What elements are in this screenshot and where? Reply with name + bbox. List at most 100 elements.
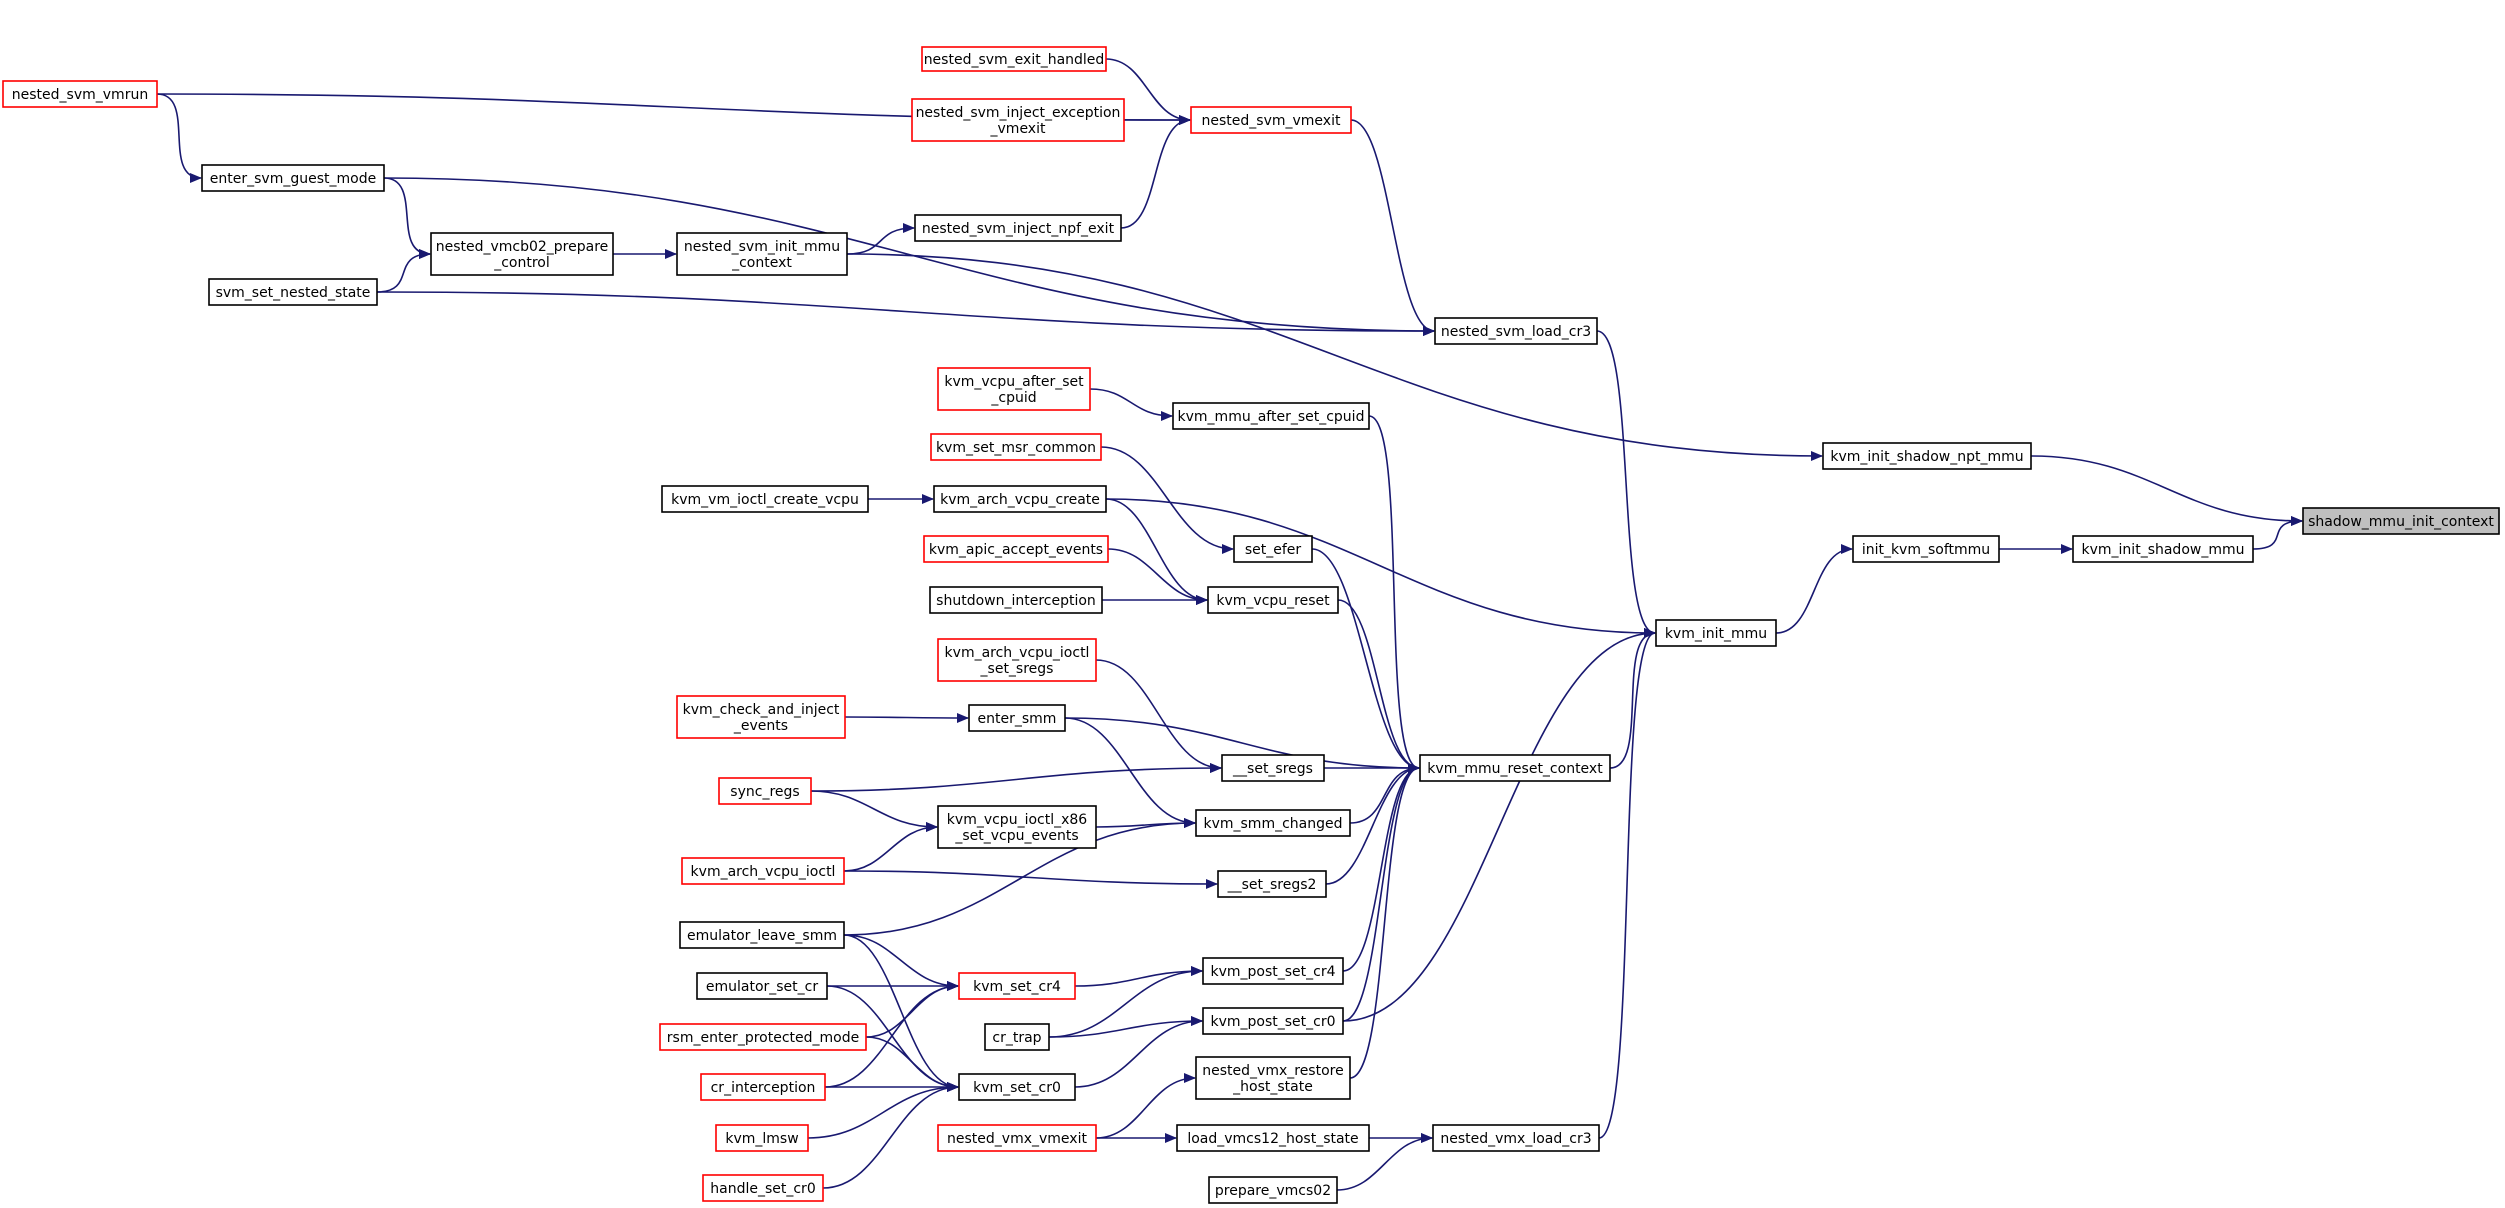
edge-kvm-arch-vcpu-create-to-kvm-init-mmu xyxy=(1105,498,1656,638)
node-box xyxy=(933,485,1107,513)
node-sync-regs[interactable]: sync_regs xyxy=(718,777,812,805)
edge-sync-regs-to-set-sregs xyxy=(810,763,1222,792)
node-nested-svm-vmexit[interactable]: nested_svm_vmexit xyxy=(1190,106,1352,134)
node-box xyxy=(679,921,845,949)
node-kvm-init-shadow-mmu[interactable]: kvm_init_shadow_mmu xyxy=(2072,535,2254,563)
node-cr-trap[interactable]: cr_trap xyxy=(984,1023,1050,1051)
node-box xyxy=(958,1073,1076,1101)
node-kvm-arch-vcpu-create[interactable]: kvm_arch_vcpu_create xyxy=(933,485,1107,513)
node-kvm-vcpu-after-set-cpuid[interactable]: kvm_vcpu_after_set_cpuid xyxy=(937,367,1091,411)
node-box xyxy=(1172,402,1370,430)
node-label: _host_state xyxy=(1232,1079,1313,1095)
edge-nested-vmx-vmexit-to-nested-vmx-restore-host-state xyxy=(1095,1073,1196,1139)
node-label: kvm_arch_vcpu_ioctl xyxy=(945,645,1090,661)
node-nested-svm-init-mmu-context[interactable]: nested_svm_init_mmu_context xyxy=(676,232,848,276)
node-nested-vmx-vmexit[interactable]: nested_vmx_vmexit xyxy=(937,1124,1097,1152)
edge-kvm-post-set-cr0-to-kvm-init-mmu xyxy=(1342,628,1656,1022)
node-handle-set-cr0[interactable]: handle_set_cr0 xyxy=(702,1174,824,1202)
node-nested-vmcb02-prepare-control[interactable]: nested_vmcb02_prepare_control xyxy=(430,232,614,276)
edge-line xyxy=(1349,763,1420,1079)
node-cr-interception[interactable]: cr_interception xyxy=(700,1073,826,1101)
edge-line xyxy=(1105,498,1656,638)
node-enter-svm-guest-mode[interactable]: enter_svm_guest_mode xyxy=(201,164,385,192)
node-label: kvm_post_set_cr4 xyxy=(1210,964,1335,980)
node-emulator-set-cr[interactable]: emulator_set_cr xyxy=(696,972,828,1000)
node-label: cr_trap xyxy=(992,1030,1041,1046)
node-prepare-vmcs02[interactable]: prepare_vmcs02 xyxy=(1208,1176,1338,1204)
node-kvm-lmsw[interactable]: kvm_lmsw xyxy=(715,1124,809,1152)
node-label: rsm_enter_protected_mode xyxy=(667,1030,859,1046)
node-nested-svm-inject-npf-exit[interactable]: nested_svm_inject_npf_exit xyxy=(914,214,1122,242)
node-kvm-mmu-after-set-cpuid[interactable]: kvm_mmu_after_set_cpuid xyxy=(1172,402,1370,430)
edge-line xyxy=(822,1082,959,1189)
node-kvm-smm-changed[interactable]: kvm_smm_changed xyxy=(1195,809,1351,837)
node-kvm-vcpu-reset[interactable]: kvm_vcpu_reset xyxy=(1207,586,1339,614)
node-label: kvm_post_set_cr0 xyxy=(1210,1014,1335,1030)
edge-kvm-smm-changed-to-kvm-mmu-reset-context xyxy=(1349,763,1420,824)
node-label: _vmexit xyxy=(990,121,1046,137)
node-label: shutdown_interception xyxy=(936,593,1096,609)
node-set-efer[interactable]: set_efer xyxy=(1233,535,1313,563)
node-kvm-init-shadow-npt-mmu[interactable]: kvm_init_shadow_npt_mmu xyxy=(1822,442,2032,470)
node-box xyxy=(911,98,1125,142)
edge-set-efer-to-kvm-mmu-reset-context xyxy=(1311,548,1420,773)
node-set-sregs[interactable]: __set_sregs xyxy=(1221,754,1325,782)
node-set-sregs2[interactable]: __set_sregs2 xyxy=(1217,870,1327,898)
node-nested-svm-inject-exception-vmexit[interactable]: nested_svm_inject_exception_vmexit xyxy=(911,98,1125,142)
edge-line xyxy=(1342,763,1420,972)
node-label: kvm_arch_vcpu_create xyxy=(940,492,1100,508)
edge-svm-set-nested-state-to-nested-svm-load-cr3 xyxy=(376,291,1435,336)
node-enter-smm[interactable]: enter_smm xyxy=(968,704,1066,732)
node-box xyxy=(1202,1007,1344,1035)
node-load-vmcs12-host-state[interactable]: load_vmcs12_host_state xyxy=(1176,1124,1370,1152)
node-emulator-leave-smm[interactable]: emulator_leave_smm xyxy=(679,921,845,949)
node-nested-svm-vmrun[interactable]: nested_svm_vmrun xyxy=(2,80,158,108)
edge-line xyxy=(846,253,1823,461)
node-init-kvm-softmmu[interactable]: init_kvm_softmmu xyxy=(1852,535,2000,563)
node-box xyxy=(1195,1056,1351,1100)
node-svm-set-nested-state[interactable]: svm_set_nested_state xyxy=(208,278,378,306)
node-shutdown-interception[interactable]: shutdown_interception xyxy=(929,586,1103,614)
node-label: emulator_leave_smm xyxy=(687,928,837,944)
node-box xyxy=(1419,754,1611,782)
node-box xyxy=(1434,317,1598,345)
node-kvm-vm-ioctl-create-vcpu[interactable]: kvm_vm_ioctl_create_vcpu xyxy=(661,485,869,513)
edge-rsm-enter-protected-mode-to-kvm-set-cr0 xyxy=(865,1036,959,1092)
node-label: nested_vmx_load_cr3 xyxy=(1440,1131,1591,1147)
node-kvm-mmu-reset-context[interactable]: kvm_mmu_reset_context xyxy=(1419,754,1611,782)
node-kvm-arch-vcpu-ioctl[interactable]: kvm_arch_vcpu_ioctl xyxy=(681,857,845,885)
node-label: kvm_check_and_inject xyxy=(683,702,840,718)
node-box xyxy=(929,586,1103,614)
node-rsm-enter-protected-mode[interactable]: rsm_enter_protected_mode xyxy=(659,1023,867,1051)
edge-line xyxy=(376,291,1435,336)
node-box xyxy=(661,485,869,513)
node-kvm-arch-vcpu-ioctl-set-sregs[interactable]: kvm_arch_vcpu_ioctl_set_sregs xyxy=(937,638,1097,682)
node-box xyxy=(1822,442,2032,470)
edge-line xyxy=(1598,628,1656,1139)
node-kvm-vcpu-ioctl-x86-set-vcpu-events[interactable]: kvm_vcpu_ioctl_x86_set_vcpu_events xyxy=(937,805,1097,849)
node-box xyxy=(696,972,828,1000)
node-nested-svm-exit-handled[interactable]: nested_svm_exit_handled xyxy=(921,46,1107,72)
node-box xyxy=(718,777,812,805)
node-kvm-set-cr4[interactable]: kvm_set_cr4 xyxy=(958,972,1076,1000)
node-kvm-check-and-inject-events[interactable]: kvm_check_and_inject_events xyxy=(676,695,846,739)
node-nested-vmx-load-cr3[interactable]: nested_vmx_load_cr3 xyxy=(1432,1124,1600,1152)
node-kvm-set-cr0[interactable]: kvm_set_cr0 xyxy=(958,1073,1076,1101)
edge-kvm-init-mmu-to-init-kvm-softmmu xyxy=(1775,544,1853,634)
node-shadow-mmu-init-context: shadow_mmu_init_context xyxy=(2302,507,2500,535)
node-nested-svm-load-cr3[interactable]: nested_svm_load_cr3 xyxy=(1434,317,1598,345)
edge-line xyxy=(1349,763,1420,824)
node-kvm-post-set-cr0[interactable]: kvm_post_set_cr0 xyxy=(1202,1007,1344,1035)
node-kvm-post-set-cr4[interactable]: kvm_post_set_cr4 xyxy=(1202,957,1344,985)
node-box xyxy=(1217,870,1327,898)
edge-line xyxy=(1311,548,1420,773)
node-nested-vmx-restore-host-state[interactable]: nested_vmx_restore_host_state xyxy=(1195,1056,1351,1100)
edge-nested-svm-init-mmu-context-to-nested-svm-inject-npf-exit xyxy=(846,223,915,255)
node-kvm-apic-accept-events[interactable]: kvm_apic_accept_events xyxy=(923,535,1109,563)
node-box xyxy=(1207,586,1339,614)
node-kvm-set-msr-common[interactable]: kvm_set_msr_common xyxy=(930,433,1102,461)
edge-line xyxy=(844,712,969,723)
node-kvm-init-mmu[interactable]: kvm_init_mmu xyxy=(1655,619,1777,647)
node-label: nested_svm_init_mmu xyxy=(684,239,840,255)
node-label: init_kvm_softmmu xyxy=(1862,542,1990,558)
